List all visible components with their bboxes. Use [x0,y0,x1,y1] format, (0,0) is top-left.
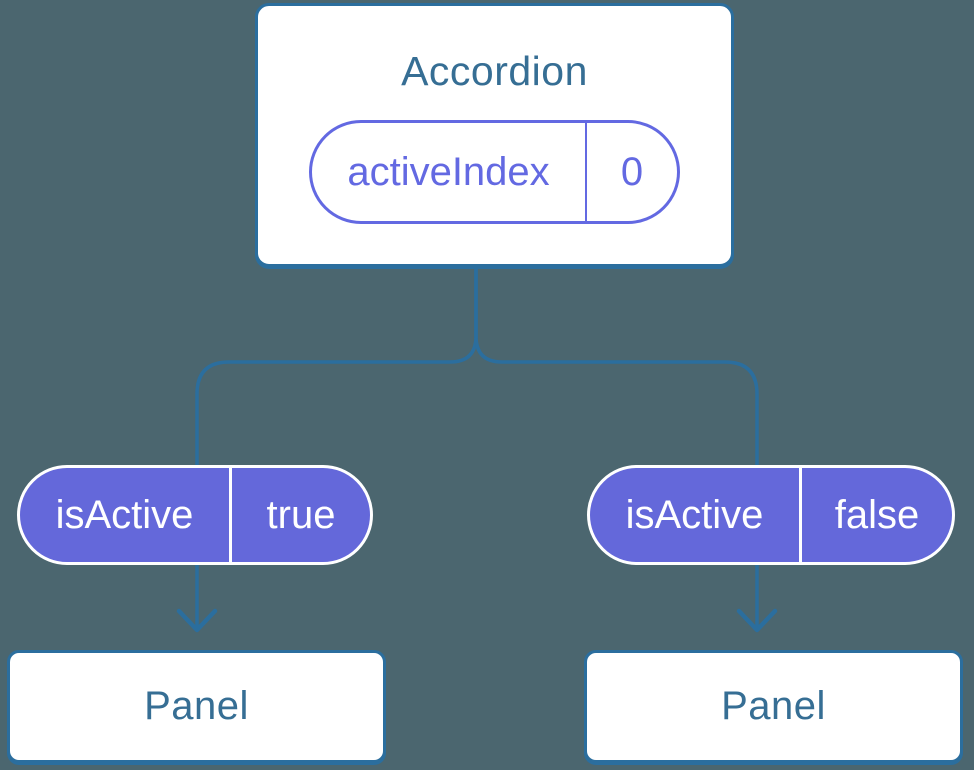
prop-value-label: 0 [620,149,644,194]
panel-node-left: Panel [7,650,386,763]
accordion-node-title: Accordion [401,48,588,94]
accordion-node: Accordion activeIndex 0 [255,3,734,267]
state-name-label: isActive [20,468,232,562]
panel-node-right: Panel [584,650,963,763]
connector-left-branch [195,267,478,628]
state-value-label: false [834,492,920,537]
arrow-down-icon [736,608,778,633]
state-value-label: true [266,492,336,537]
panel-node-label: Panel [144,684,249,728]
is-active-false-pill: isActive false [587,465,955,565]
prop-name-label: activeIndex [312,123,587,221]
active-index-prop-pill: activeIndex 0 [309,120,680,224]
is-active-true-pill: isActive true [17,465,373,565]
connector-right-branch [474,267,759,628]
state-name-label: isActive [590,468,802,562]
arrow-down-icon [176,608,218,633]
panel-node-label: Panel [721,684,826,728]
